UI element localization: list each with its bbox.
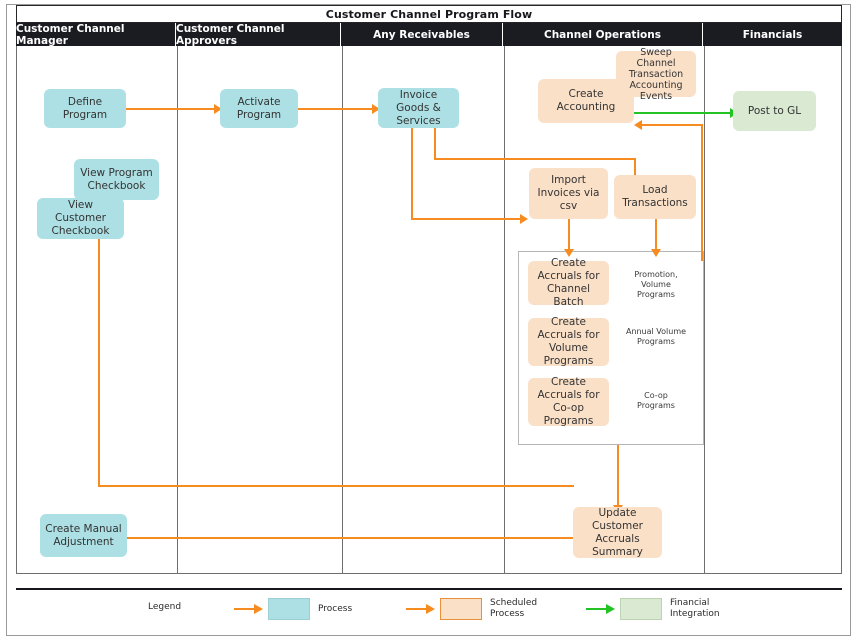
connector-invoice-to-import xyxy=(411,218,521,220)
arrow-orange-icon-2 xyxy=(406,604,436,614)
lane-divider-4 xyxy=(704,46,705,574)
node-view-customer-checkbook[interactable]: View Customer Checkbook xyxy=(37,198,124,239)
connector-invoice-down-2 xyxy=(434,128,436,160)
arrowhead-define-to-activate xyxy=(214,104,222,114)
connector-summary-to-checkbook-h xyxy=(98,485,574,487)
arrowhead-activate-to-invoice xyxy=(372,104,380,114)
connector-invoice-down-1 xyxy=(411,128,413,220)
legend-item-process: Process xyxy=(234,598,352,620)
node-sweep-channel-events-label: Sweep Channel Transaction Accounting Eve… xyxy=(628,46,684,102)
connector-invoice-to-load-h xyxy=(434,158,636,160)
connector-accounting-to-gl xyxy=(634,112,731,114)
node-create-manual-adjustment-label: Create Manual Adjustment xyxy=(45,522,122,548)
node-define-program[interactable]: Define Program xyxy=(44,89,126,128)
diagram-title-bar: Customer Channel Program Flow xyxy=(16,5,842,23)
legend-item-scheduled-process: Scheduled Process xyxy=(406,598,562,620)
legend-title-label: Legend xyxy=(148,602,182,612)
node-import-invoices-via-csv-label: Import Invoices via csv xyxy=(537,174,600,212)
diagram-pool: Define Program View Program Checkbook Vi… xyxy=(16,46,842,574)
connector-load-down xyxy=(655,219,657,251)
node-invoice-goods-services-label: Invoice Goods & Services xyxy=(396,88,441,127)
connector-manual-adj-h xyxy=(127,537,595,539)
node-view-program-checkbook-label: View Program Checkbook xyxy=(80,166,153,192)
legend-swatch-financial-integration xyxy=(620,598,662,620)
lane-header-row: Customer Channel Manager Customer Channe… xyxy=(16,23,842,47)
node-update-customer-accruals-summary-label: Update Customer Accruals Summary xyxy=(591,506,643,558)
node-activate-program-label: Activate Program xyxy=(236,95,282,121)
lane-divider-2 xyxy=(342,46,343,574)
node-create-accruals-for-volume-programs[interactable]: Create Accruals for Volume Programs xyxy=(528,316,609,367)
lane-header-customer-channel-manager: Customer Channel Manager xyxy=(16,23,176,47)
node-load-transactions[interactable]: Load Transactions xyxy=(614,175,696,219)
legend-label-process: Process xyxy=(318,603,353,614)
connector-activate-to-invoice xyxy=(298,108,373,110)
lane-header-customer-channel-approvers: Customer Channel Approvers xyxy=(176,23,341,47)
legend-swatch-scheduled-process xyxy=(440,598,482,620)
lane-divider-1 xyxy=(177,46,178,574)
connector-accruals-trunk-up xyxy=(701,124,703,261)
node-activate-program[interactable]: Activate Program xyxy=(220,89,298,128)
lane-divider-3 xyxy=(504,46,505,574)
arrowhead-load-down xyxy=(651,249,661,257)
node-update-customer-accruals-summary[interactable]: Update Customer Accruals Summary xyxy=(573,507,662,558)
node-create-accounting-label: Create Accounting xyxy=(556,88,616,113)
node-post-to-gl-label: Post to GL xyxy=(747,104,802,117)
node-create-manual-adjustment[interactable]: Create Manual Adjustment xyxy=(40,514,127,557)
node-create-accruals-channel-batch-label: Create Accruals for Channel Batch xyxy=(537,257,600,308)
legend-bar: Legend Process Scheduled Process Financi… xyxy=(16,588,842,630)
legend-title: Legend xyxy=(148,602,181,612)
node-create-accounting[interactable]: Create Accounting xyxy=(538,79,634,123)
note-coop-programs: Co-op Programs xyxy=(637,391,675,410)
connector-trunk-to-create-accounting xyxy=(641,124,703,126)
connector-accruals-to-summary xyxy=(617,445,619,507)
node-create-accruals-for-channel-batch[interactable]: Create Accruals for Channel Batch xyxy=(528,257,609,308)
node-view-customer-checkbook-label: View Customer Checkbook xyxy=(51,199,110,237)
lane-header-financials: Financials xyxy=(742,28,803,41)
node-invoice-goods-services[interactable]: Invoice Goods & Services xyxy=(378,88,459,128)
connector-invoice-to-load-v xyxy=(634,158,636,180)
page-title: Customer Channel Program Flow xyxy=(325,7,533,21)
note-annual-volume-programs: Annual Volume Programs xyxy=(625,327,687,346)
arrow-green-icon xyxy=(586,604,616,614)
node-create-accruals-for-coop-programs[interactable]: Create Accruals for Co-op Programs xyxy=(528,376,609,427)
legend-swatch-process xyxy=(268,598,310,620)
node-define-program-label: Define Program xyxy=(62,95,108,121)
lane-header-any-receivables: Any Receivables xyxy=(341,23,503,46)
node-sweep-channel-transaction-accounting-events[interactable]: Sweep Channel Transaction Accounting Eve… xyxy=(616,47,696,102)
note-promotion-volume-programs: Promotion, Volume Programs xyxy=(634,270,678,299)
arrowhead-import-down xyxy=(564,249,574,257)
legend-label-financial-integration: Financial Integration xyxy=(670,598,720,619)
legend-item-financial-integration: Financial Integration xyxy=(586,598,742,620)
connector-define-to-activate xyxy=(125,108,215,110)
arrowhead-trunk-to-create-accounting xyxy=(634,120,642,130)
arrowhead-invoice-to-import xyxy=(520,214,528,224)
arrow-orange-icon xyxy=(234,604,264,614)
lane-header-channel-operations: Channel Operations xyxy=(503,23,703,46)
connector-summary-to-checkbook-v xyxy=(98,218,100,486)
node-create-accruals-coop-programs-label: Create Accruals for Co-op Programs xyxy=(537,376,600,427)
node-create-accruals-volume-programs-label: Create Accruals for Volume Programs xyxy=(537,316,600,367)
node-view-program-checkbook[interactable]: View Program Checkbook xyxy=(74,159,159,200)
node-load-transactions-label: Load Transactions xyxy=(622,184,688,209)
legend-label-scheduled-process: Scheduled Process xyxy=(490,598,538,619)
connector-import-down xyxy=(568,219,570,251)
node-post-to-gl[interactable]: Post to GL xyxy=(733,91,816,131)
node-import-invoices-via-csv[interactable]: Import Invoices via csv xyxy=(529,168,608,219)
